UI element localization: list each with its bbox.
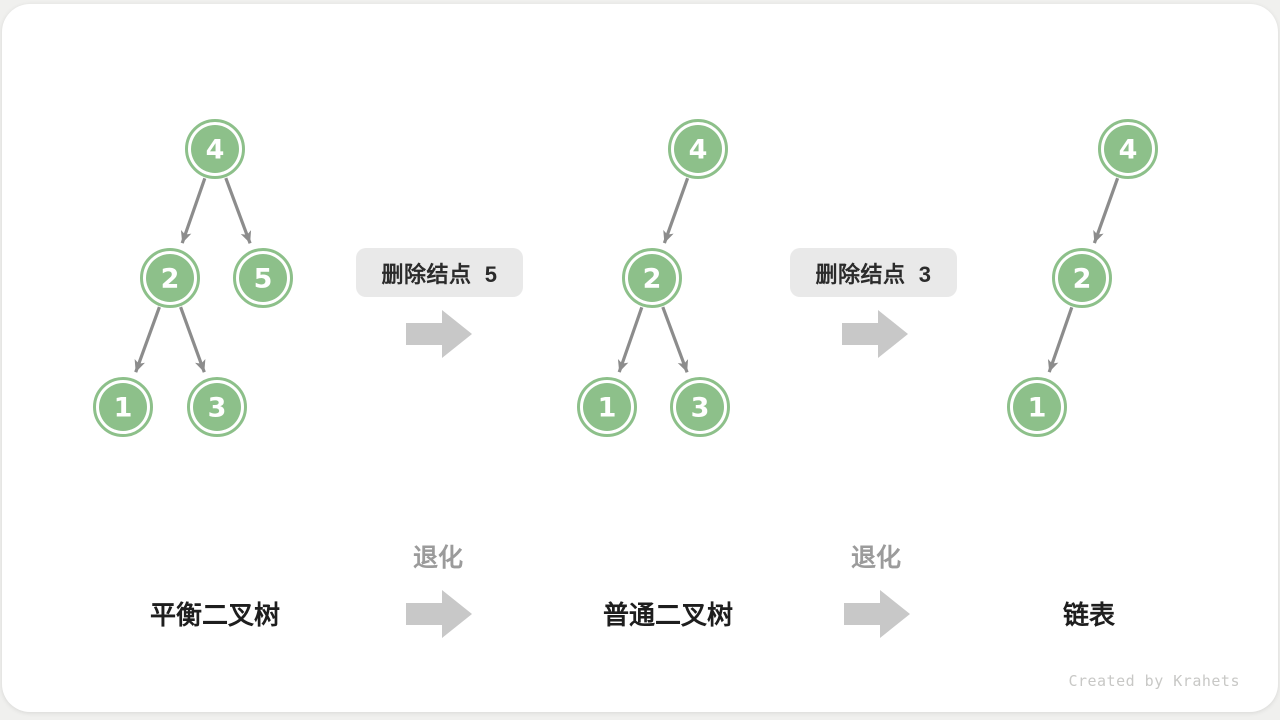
node-value: 3 bbox=[208, 393, 227, 424]
watermark-credit: Created by Krahets bbox=[1068, 672, 1240, 690]
tree-node-4: 4 bbox=[1098, 119, 1158, 179]
node-value: 5 bbox=[254, 264, 273, 295]
tree-edge bbox=[224, 177, 252, 244]
tree-node-2: 2 bbox=[622, 248, 682, 308]
node-value: 1 bbox=[598, 393, 617, 424]
tree-edge bbox=[617, 306, 644, 373]
node-value: 3 bbox=[691, 393, 710, 424]
tree-node-3: 3 bbox=[187, 377, 247, 437]
tree-edge bbox=[1092, 177, 1120, 244]
tree-edge bbox=[662, 177, 690, 244]
tree-balanced-binary-tree: 4 2 5 1 3 bbox=[93, 119, 293, 437]
node-value: 2 bbox=[161, 264, 180, 295]
tree-node-4: 4 bbox=[668, 119, 728, 179]
node-value: 2 bbox=[1073, 264, 1092, 295]
degenerate-label: 退化 bbox=[412, 544, 464, 572]
tree-edge bbox=[179, 306, 206, 373]
right-arrow-icon bbox=[406, 590, 472, 638]
node-value: 4 bbox=[206, 135, 225, 166]
delete-node-5-badge: 删除结点 5 bbox=[356, 248, 523, 297]
tree-node-1: 1 bbox=[1007, 377, 1067, 437]
right-arrow-icon bbox=[844, 590, 910, 638]
tree-edge bbox=[134, 306, 161, 373]
node-value: 4 bbox=[689, 135, 708, 166]
node-value: 1 bbox=[1028, 393, 1047, 424]
node-value: 2 bbox=[643, 264, 662, 295]
tree-ordinary-binary-tree: 4 2 1 3 bbox=[577, 119, 730, 437]
tree-node-1: 1 bbox=[93, 377, 153, 437]
node-value: 4 bbox=[1119, 135, 1138, 166]
tree-edge bbox=[661, 306, 689, 373]
tree-node-2: 2 bbox=[1052, 248, 1112, 308]
tree-node-1: 1 bbox=[577, 377, 637, 437]
stage-label-linked-list: 链表 bbox=[1062, 600, 1116, 630]
tree-node-3: 3 bbox=[670, 377, 730, 437]
tree-node-4: 4 bbox=[185, 119, 245, 179]
tree-node-5: 5 bbox=[233, 248, 293, 308]
tree-node-2: 2 bbox=[140, 248, 200, 308]
right-arrow-icon bbox=[842, 310, 908, 358]
tree-linked-list: 4 2 1 bbox=[1007, 119, 1158, 437]
tree-edge bbox=[1047, 306, 1074, 373]
right-arrow-icon bbox=[406, 310, 472, 358]
delete-node-3-badge: 删除结点 3 bbox=[790, 248, 957, 297]
node-value: 1 bbox=[114, 393, 133, 424]
degenerate-label: 退化 bbox=[850, 544, 902, 572]
stage-label-balanced-binary-tree: 平衡二叉树 bbox=[149, 600, 281, 630]
stage-label-ordinary-binary-tree: 普通二叉树 bbox=[602, 600, 734, 630]
tree-edge bbox=[180, 177, 207, 244]
